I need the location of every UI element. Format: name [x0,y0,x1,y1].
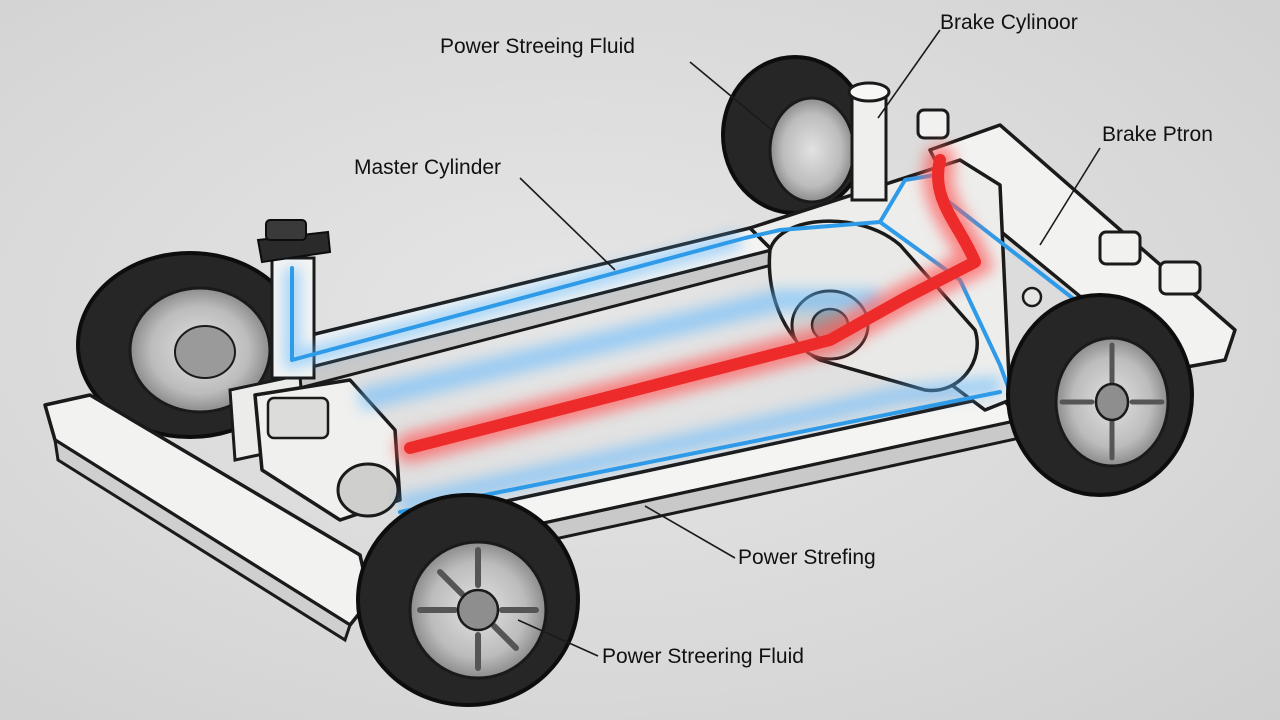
brake-cylinder-post [847,81,891,202]
rear-cross-line [878,220,1012,394]
leader-power-steering [644,505,736,559]
rear-left-wheel [76,251,304,439]
red-brake-line [404,154,981,454]
leader-brake-piston [1039,147,1101,246]
label-brake-cylinder: Brake Cylinoor [940,11,1078,34]
leader-power-steering-fluid-top [689,61,773,131]
leader-power-steering-fluid-bottom [517,619,599,657]
leader-brake-cylinder [877,29,941,119]
label-brake-piston: Brake Ptron [1102,123,1213,146]
label-master-cylinder: Master Cylinder [354,156,502,179]
label-power-steering-fluid-top: Power Streeing Fluid [440,35,635,58]
leader-lines [517,29,1101,657]
power-steering-line [398,390,1002,514]
label-power-steering-fluid-bottom: Power Streering Fluid [602,645,804,668]
rear-bolts [916,108,1202,308]
blue-fluid-lines [290,173,1077,514]
master-cylinder-line [290,173,937,362]
leader-master-cylinder [519,177,616,271]
front-axle-assembly [228,373,402,522]
rear-right-wheel [721,55,869,215]
front-right-wheel [1006,293,1194,497]
label-power-steering: Power Strefing [738,546,876,569]
front-left-wheel [356,493,580,707]
